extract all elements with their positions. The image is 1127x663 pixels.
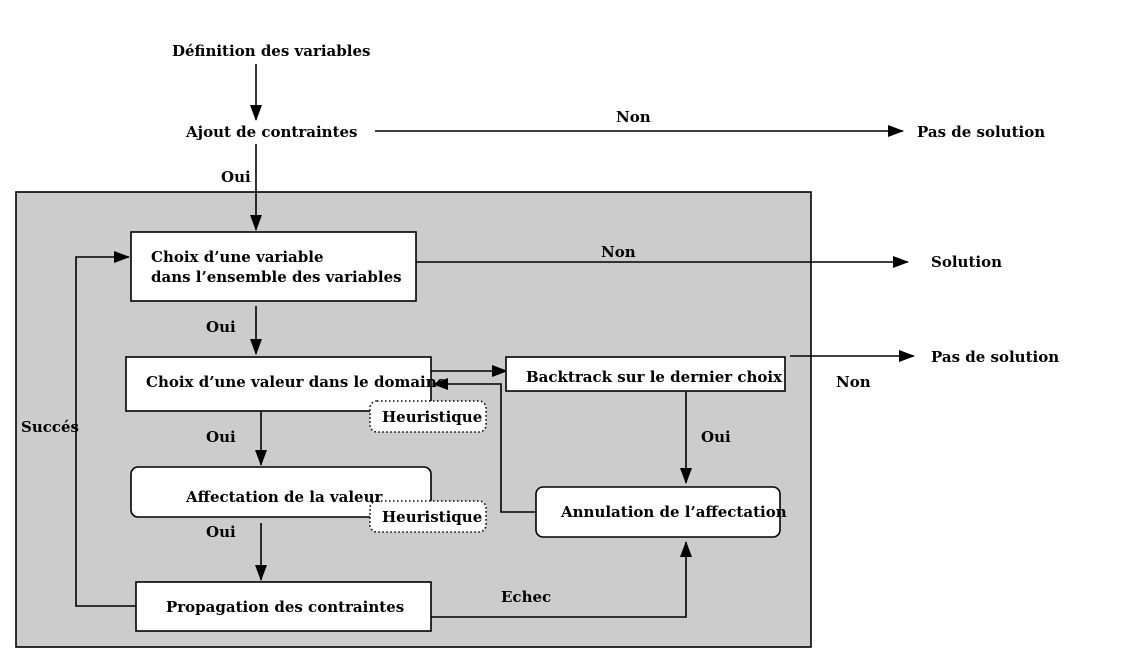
backtrack-label: Backtrack sur le dernier choix (526, 368, 783, 386)
propagation-box (135, 581, 432, 632)
affectation-box (130, 466, 432, 518)
backtrack-box (505, 356, 786, 392)
choix-variable-box (130, 231, 417, 302)
annulation-box (535, 486, 781, 538)
affectation-label: Affectation de la valeur (185, 488, 384, 506)
arrow-annulation-to-choix-valeur (432, 378, 536, 513)
pas-solution-right-label: Pas de solution (931, 348, 1059, 366)
propagation-label: Propagation des contraintes (166, 598, 404, 616)
choix-valeur-label: Choix d’une valeur dans le domaine (146, 373, 446, 391)
edge-label-non-top: Non (616, 108, 651, 126)
edge-label-non-backtrack: Non (836, 373, 871, 391)
edge-label-oui-ajout: Oui (221, 168, 251, 186)
annulation-label: Annulation de l’affectation (560, 503, 787, 521)
arrow-propagation-to-annulation (431, 541, 692, 618)
heuristique-label-1: Heuristique (382, 408, 482, 426)
edge-label-oui-valeur: Oui (206, 318, 236, 336)
definition-label: Définition des variables (172, 42, 370, 60)
choix-variable-label-2: dans l’ensemble des variables (151, 268, 402, 286)
heuristique-tag-1 (369, 400, 487, 433)
edge-label-succes: Succés (21, 418, 79, 436)
edge-label-oui-propagation: Oui (206, 523, 236, 541)
edge-label-oui-backtrack: Oui (701, 428, 731, 446)
choix-variable-label-1: Choix d’une variable (151, 248, 324, 266)
edge-label-oui-affectation: Oui (206, 428, 236, 446)
edge-label-echec: Echec (501, 588, 551, 606)
heuristique-label-2: Heuristique (382, 508, 482, 526)
ajout-label: Ajout de contraintes (185, 123, 358, 141)
pas-solution-top-label: Pas de solution (917, 123, 1045, 141)
heuristique-tag-2 (369, 500, 487, 533)
solution-label: Solution (931, 253, 1002, 271)
edge-label-non-solution: Non (601, 243, 636, 261)
arrow-succes-loop (75, 251, 136, 607)
